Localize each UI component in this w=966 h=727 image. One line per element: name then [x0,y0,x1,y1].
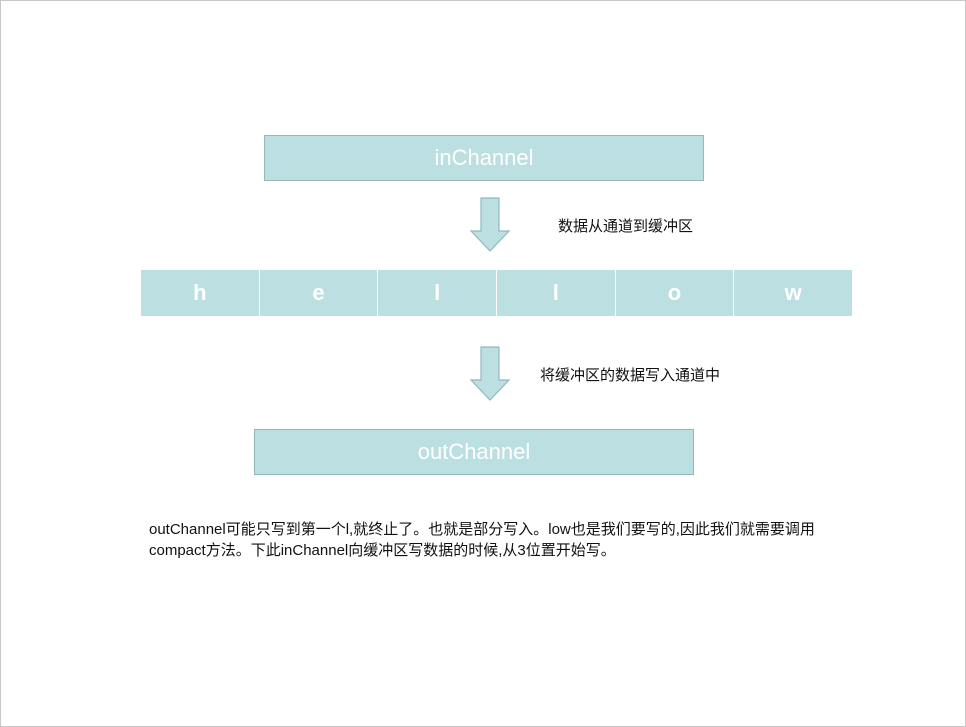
down-arrow-icon [469,346,511,401]
buffer-cell: h [141,270,260,316]
buffer-cell: o [616,270,735,316]
buffer-cell: l [497,270,616,316]
out-channel-label: outChannel [417,439,531,464]
buffer-cell: w [784,280,802,305]
explanation-note: outChannel可能只写到第一个l,就终止了。也就是部分写入。low也是我们… [149,519,869,561]
down-arrow-icon [469,197,511,252]
note-line: compact方法。下此inChannel向缓冲区写数据的时候,从3位置开始写。 [149,542,616,559]
buffer-cell: e [260,270,379,316]
out-channel-box: outChannel [254,429,694,475]
in-channel-label: inChannel [434,145,534,170]
step-label-channel-to-buffer: 数据从通道到缓冲区 [558,218,694,235]
buffer: h e l l o w [141,270,852,316]
in-channel-box: inChannel [264,135,704,181]
step-label-buffer-to-channel: 将缓冲区的数据写入通道中 [540,367,721,384]
buffer-cell: l [378,270,498,316]
note-line: outChannel可能只写到第一个l,就终止了。也就是部分写入。low也是我们… [149,521,815,538]
